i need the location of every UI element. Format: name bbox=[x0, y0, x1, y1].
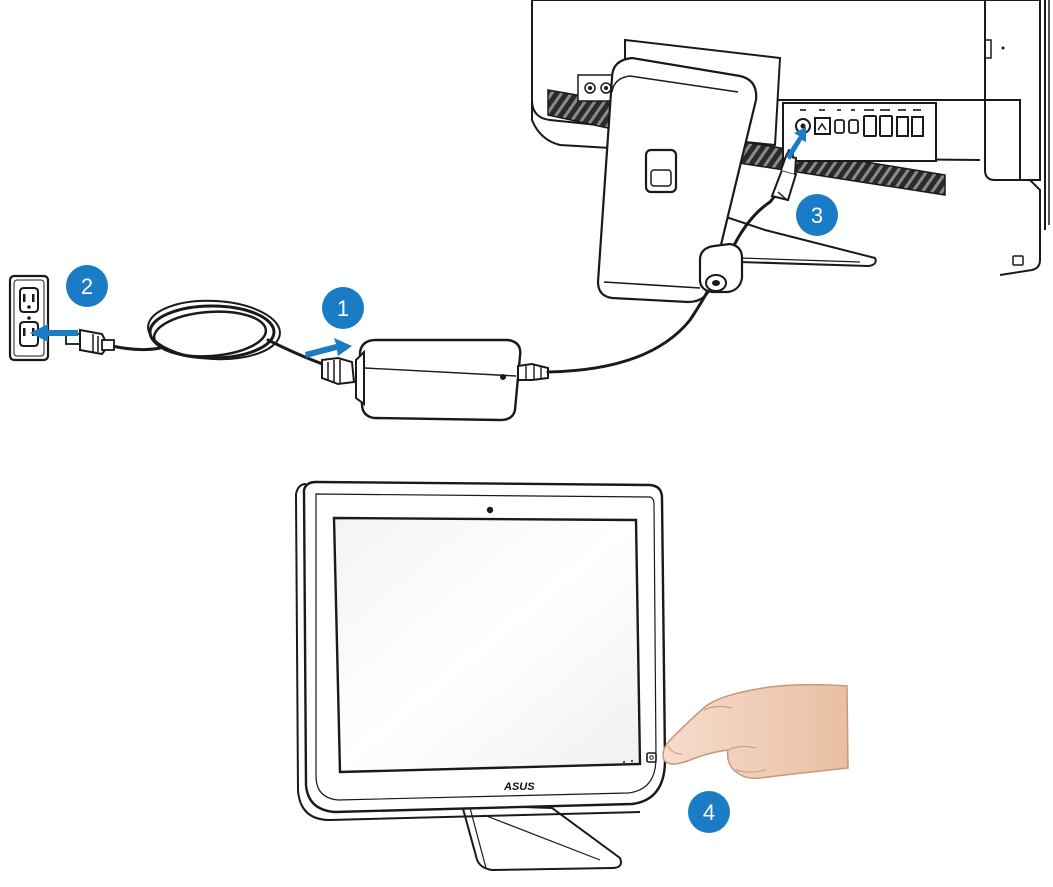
step-label: 3 bbox=[811, 203, 823, 228]
step-badge-3: 3 bbox=[796, 194, 838, 236]
kensington-slot bbox=[1013, 256, 1023, 265]
adapter-plug bbox=[322, 358, 354, 384]
power-cord bbox=[112, 298, 328, 366]
step-badge-4: 4 bbox=[688, 791, 730, 833]
asus-logo: ASUS bbox=[503, 781, 535, 793]
power-adapter bbox=[356, 340, 548, 420]
ferrite-core bbox=[700, 244, 742, 292]
adapter-led-icon bbox=[500, 374, 506, 380]
wall-outlet bbox=[10, 276, 48, 360]
step-label: 1 bbox=[337, 296, 349, 321]
step-label: 2 bbox=[81, 274, 93, 299]
hand-illustration bbox=[663, 685, 848, 779]
front-screen[interactable] bbox=[334, 518, 640, 772]
step-label: 4 bbox=[703, 800, 715, 825]
pc-front-view: ASUS bbox=[296, 482, 665, 870]
webcam-icon bbox=[487, 507, 493, 513]
step-badge-2: 2 bbox=[66, 265, 108, 307]
hand-icon bbox=[663, 685, 848, 779]
step-badge-1: 1 bbox=[322, 287, 364, 329]
arrow-adapter-icon bbox=[305, 338, 352, 358]
power-button[interactable] bbox=[647, 753, 656, 762]
